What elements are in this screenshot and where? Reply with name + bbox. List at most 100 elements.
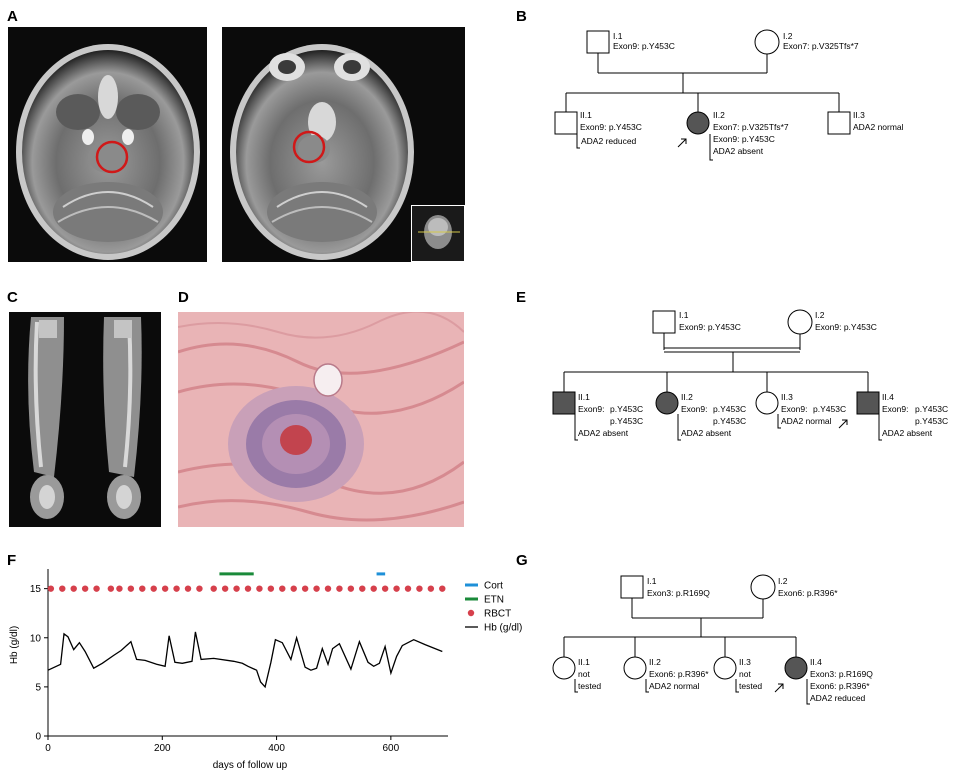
- pedigree-g-ii4-id: II.4: [810, 657, 822, 667]
- pedigree-b-i1-genotype: Exon9: p.Y453C: [613, 41, 675, 51]
- pedigree-g-ii1-female: [552, 656, 576, 680]
- rbct-point: [93, 585, 100, 592]
- pedigree-e-ii2-allele-2: p.Y453C: [713, 416, 746, 426]
- pedigree-e-ii4-allele-1: p.Y453C: [915, 404, 948, 414]
- rbct-point: [347, 585, 355, 592]
- rbct-point: [233, 585, 240, 592]
- rbct-point: [47, 585, 55, 592]
- rbct-point: [393, 585, 400, 592]
- pedigree-e-ii3-female: [755, 391, 779, 415]
- pedigree-e-ii3-exon: Exon9:: [781, 404, 807, 414]
- pedigree-e-ii2-ada2: ADA2 absent: [681, 428, 732, 438]
- pedigree-e-ii3-id: II.3: [781, 392, 793, 402]
- pedigree-g-ii2-female: [623, 656, 647, 680]
- pedigree-g-ii4-genotype-1: Exon3: p.R169Q: [810, 669, 873, 679]
- pedigree-e-ii1-male-affected: [552, 391, 576, 415]
- rbct-point: [439, 585, 446, 592]
- pedigree-b-i2-id: I.2: [783, 31, 793, 41]
- pedigree-b: I.1 Exon9: p.Y453C I.2 Exon7: p.V325Tfs*…: [554, 29, 904, 161]
- pedigree-g-ii4-genotype-2: Exon6: p.R396*: [810, 681, 870, 691]
- rbct-point: [336, 585, 343, 592]
- mri-axial-right: [222, 27, 465, 262]
- legend-label-cort: Cort: [484, 581, 503, 592]
- rbct-point: [59, 585, 66, 592]
- pedigree-g-ii1-tested: tested: [578, 681, 601, 691]
- panel-label-g: G: [516, 552, 528, 569]
- pedigree-e-ii2-exon: Exon9:: [681, 404, 707, 414]
- pedigree-g-i2-genotype: Exon6: p.R396*: [778, 588, 838, 598]
- pedigree-b-ii2-ada2: ADA2 absent: [713, 146, 764, 156]
- rbct-point: [244, 585, 252, 592]
- pedigree-e-ii3-ada2: ADA2 normal: [781, 416, 832, 426]
- pedigree-g-ii3-not: not: [739, 669, 751, 679]
- pedigree-e: I.1 Exon9: p.Y453C I.2 Exon9: p.Y453C II…: [552, 309, 948, 441]
- pedigree-g-i1-id: I.1: [647, 576, 657, 586]
- legend-label-hb: Hb (g/dl): [484, 623, 522, 634]
- rbct-point: [416, 585, 423, 592]
- pedigree-e-ii2-id: II.2: [681, 392, 693, 402]
- pedigree-e-i1-genotype: Exon9: p.Y453C: [679, 322, 741, 332]
- pedigree-b-ii1-ada2: ADA2 reduced: [581, 136, 637, 146]
- legend-label-rbct: RBCT: [484, 609, 511, 620]
- rbct-point: [359, 585, 366, 592]
- pedigree-g-ii3-tested: tested: [739, 681, 762, 691]
- rbct-point: [107, 585, 115, 592]
- rbct-point: [324, 585, 332, 592]
- pedigree-g-ii2-genotype: Exon6: p.R396*: [649, 669, 709, 679]
- pedigree-b-i1-id: I.1: [613, 31, 623, 41]
- rbct-point: [139, 585, 146, 592]
- x-tick-label-400: 400: [268, 743, 285, 754]
- rbct-point: [427, 585, 435, 592]
- pedigree-e-ii2-female-affected: [655, 391, 679, 415]
- pedigree-b-i2-genotype: Exon7: p.V325Tfs*7: [783, 41, 859, 51]
- pedigree-e-i2-female: [787, 309, 813, 335]
- rbct-point: [184, 585, 192, 592]
- pedigree-b-ii2-genotype-2: Exon9: p.Y453C: [713, 134, 775, 144]
- x-axis-title: days of follow up: [213, 760, 288, 771]
- mri-axial-left: [8, 27, 207, 262]
- pedigree-e-ii1-allele-2: p.Y453C: [610, 416, 643, 426]
- panel-label-a: A: [7, 8, 18, 25]
- pedigree-e-ii4-id: II.4: [882, 392, 894, 402]
- y-tick-label-10: 10: [30, 633, 42, 644]
- pedigree-g-proband-arrow: [774, 683, 784, 693]
- pedigree-e-ii3-allele-1: p.Y453C: [813, 404, 846, 414]
- pedigree-e-ii4-male-affected: [856, 391, 880, 415]
- rbct-point: [221, 585, 229, 592]
- rbct-point: [381, 585, 389, 592]
- pedigree-b-ii2-id: II.2: [713, 110, 725, 120]
- rbct-point: [161, 585, 169, 592]
- pedigree-e-i1-male: [652, 310, 676, 334]
- pedigree-b-ii2-genotype-1: Exon7: p.V325Tfs*7: [713, 122, 789, 132]
- panel-label-b: B: [516, 8, 527, 25]
- panel-label-c: C: [7, 289, 18, 306]
- x-tick-label-0: 0: [45, 743, 51, 754]
- y-tick-label-5: 5: [35, 682, 41, 693]
- pedigree-e-proband-arrow: [838, 419, 848, 429]
- panel-label-f: F: [7, 552, 17, 569]
- rbct-point: [70, 585, 77, 592]
- panel-label-d: D: [178, 289, 189, 306]
- pedigree-e-ii1-allele-1: p.Y453C: [610, 404, 643, 414]
- pedigree-e-ii2-allele-1: p.Y453C: [713, 404, 746, 414]
- rbct-point: [290, 585, 297, 592]
- rbct-point: [81, 585, 89, 592]
- rbct-point: [173, 585, 180, 592]
- rbct-point: [196, 585, 203, 592]
- pedigree-g-i1-male: [620, 575, 644, 599]
- x-tick-label-200: 200: [154, 743, 171, 754]
- pedigree-b-ii1-genotype: Exon9: p.Y453C: [580, 122, 642, 132]
- pedigree-e-ii4-allele-2: p.Y453C: [915, 416, 948, 426]
- rbct-point: [301, 585, 309, 592]
- pedigree-b-ii1-id: II.1: [580, 110, 592, 120]
- x-tick-label-600: 600: [383, 743, 400, 754]
- pedigree-e-ii4-exon: Exon9:: [882, 404, 908, 414]
- mri-legs: [9, 312, 161, 527]
- pedigree-g-i2-id: I.2: [778, 576, 788, 586]
- legend-label-etn: ETN: [484, 595, 504, 606]
- pedigree-g-ii2-id: II.2: [649, 657, 661, 667]
- pedigree-b-ii3-ada2: ADA2 normal: [853, 122, 904, 132]
- hb-line: [47, 631, 443, 689]
- pedigree-g-ii4-ada2: ADA2 reduced: [810, 693, 866, 703]
- legend-swatch-rbct: [467, 609, 475, 617]
